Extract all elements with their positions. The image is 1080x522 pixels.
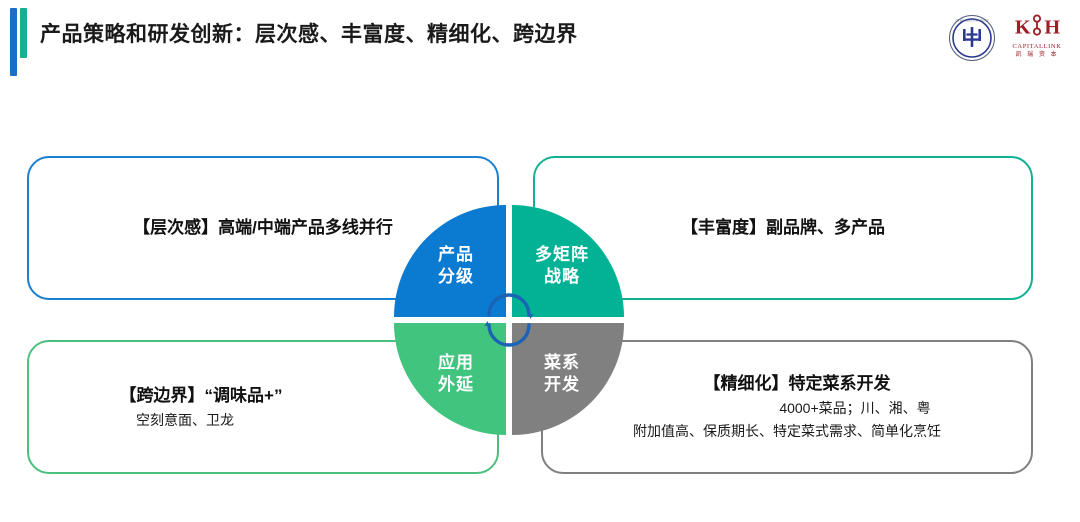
- panel-refinement[interactable]: 【精细化】特定菜系开发 4000+菜品；川、湘、粤 附加值高、保质期长、特定菜式…: [541, 340, 1033, 474]
- panel-refinement-subline-2: 附加值高、保质期长、特定菜式需求、简单化烹饪: [633, 423, 941, 439]
- university-seal-logo: TECHNOLOGY UNIVERSITY: [948, 14, 996, 62]
- wheel-quadrant-application-extension-line2: 外延: [438, 375, 474, 394]
- header-accent-bar-blue: [10, 8, 17, 76]
- wheel-quadrant-matrix-strategy-line1: 多矩阵: [535, 245, 589, 264]
- wheel-quadrant-cuisine-development-line1: 菜系: [544, 353, 580, 372]
- panel-refinement-subline-1: 4000+菜品；川、湘、粤: [779, 400, 931, 416]
- wheel-quadrant-application-extension-line1: 应用: [438, 353, 474, 372]
- wheel-quadrant-product-grading-line2: 分级: [438, 267, 474, 286]
- capitallink-chinese-name: 凯 瑞 资 本: [1015, 52, 1059, 58]
- panel-richness-heading: 【丰富度】副品牌、多产品: [681, 218, 885, 237]
- wheel-quadrant-cuisine-development-line2: 开发: [544, 375, 580, 394]
- panel-layering-heading: 【层次感】高端/中端产品多线并行: [133, 218, 393, 237]
- svg-text:TECHNOLOGY UNIVERSITY: TECHNOLOGY UNIVERSITY: [955, 19, 989, 22]
- panel-crossborder-subline-1: 空刻意面、卫龙: [136, 411, 234, 428]
- page-title: 产品策略和研发创新：层次感、丰富度、精细化、跨边界: [40, 23, 578, 46]
- wheel-quadrant-matrix-strategy[interactable]: 多矩阵 战略: [512, 205, 624, 317]
- capitallink-logo: K H CAPITALLINK 凯 瑞 资 本: [1006, 14, 1068, 64]
- panel-crossborder-heading: 【跨边界】“调味品+”: [119, 385, 283, 405]
- strategy-wheel: 产品 分级 多矩阵 战略 应用 外延 菜系 开发: [394, 205, 624, 435]
- capitallink-wordmark: CAPITALLINK: [1012, 43, 1062, 50]
- wheel-quadrant-matrix-strategy-line2: 战略: [544, 267, 580, 286]
- svg-text:K: K: [1015, 16, 1031, 38]
- header-accent-bar-teal: [20, 8, 27, 58]
- wheel-quadrant-product-grading-line1: 产品: [438, 245, 474, 264]
- wheel-quadrant-application-extension[interactable]: 应用 外延: [394, 323, 506, 435]
- wheel-quadrant-product-grading[interactable]: 产品 分级: [394, 205, 506, 317]
- svg-text:H: H: [1044, 16, 1060, 38]
- wheel-quadrant-cuisine-development[interactable]: 菜系 开发: [512, 323, 624, 435]
- panel-refinement-heading: 【精细化】特定菜系开发: [703, 374, 891, 393]
- capitallink-monogram: K H: [1006, 14, 1068, 42]
